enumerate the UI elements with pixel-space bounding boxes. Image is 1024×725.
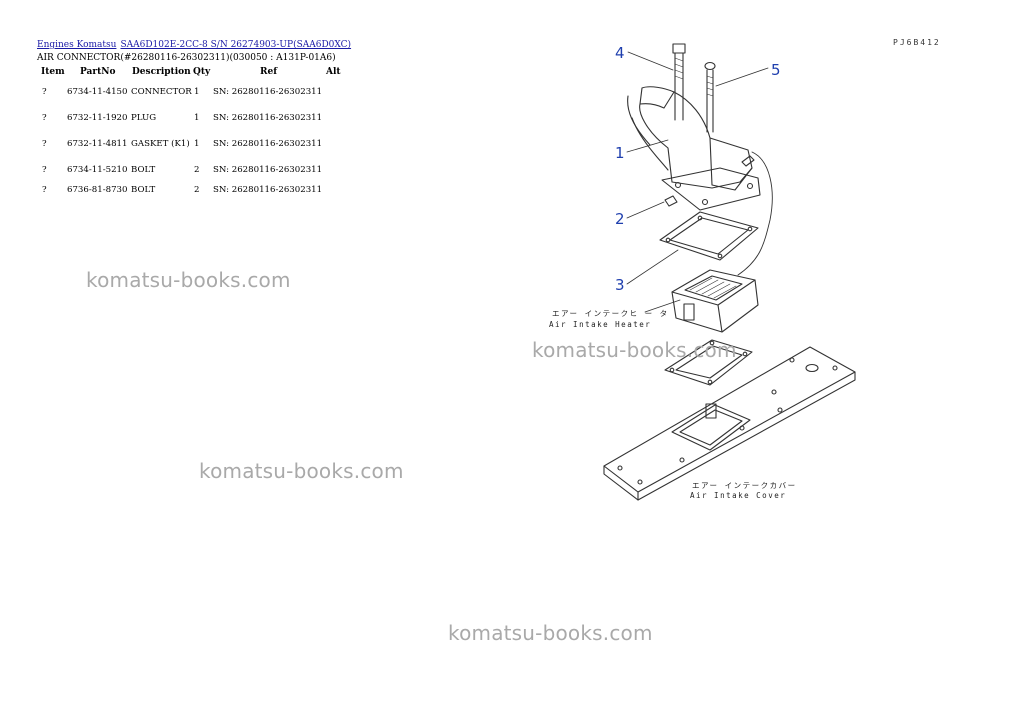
row-ref: SN: 26280116-26302311 <box>213 185 323 195</box>
callout-1: 1 <box>615 144 625 162</box>
callout-3: 3 <box>615 276 625 294</box>
cover-label-en: Air Intake Cover <box>690 491 786 500</box>
col-header-alt: Alt <box>326 67 341 77</box>
row-description: PLUG <box>131 113 157 123</box>
row-item: ? <box>42 185 47 195</box>
watermark: komatsu-books.com <box>448 621 653 645</box>
row-qty: 1 <box>194 87 200 97</box>
col-header-ref: Ref <box>260 67 278 77</box>
callout-5: 5 <box>771 61 781 79</box>
leader-lines <box>626 51 769 313</box>
row-qty: 1 <box>194 113 200 123</box>
heater-label-en: Air Intake Heater <box>549 320 651 329</box>
row-item: ? <box>42 113 47 123</box>
row-item: ? <box>42 87 47 97</box>
row-partno: 6734-11-4150 <box>67 87 128 97</box>
lower-gasket-drawing <box>664 339 753 386</box>
col-header-description: Description <box>132 67 191 77</box>
cover-drawing <box>603 346 856 501</box>
diagram-code: PJ6B412 <box>893 38 941 47</box>
row-description: BOLT <box>131 185 156 195</box>
bolt-4-drawing <box>672 43 686 121</box>
row-ref: SN: 26280116-26302311 <box>213 113 323 123</box>
row-qty: 2 <box>194 185 200 195</box>
col-header-item: Item <box>41 67 65 77</box>
breadcrumb-link-engines[interactable]: Engines Komatsu <box>37 40 117 50</box>
heater-wire-drawing <box>737 151 773 276</box>
row-ref: SN: 26280116-26302311 <box>213 139 323 149</box>
row-partno: 6736-81-8730 <box>67 185 128 195</box>
page-subtitle: AIR CONNECTOR(#26280116-26302311)(030050… <box>37 53 336 63</box>
breadcrumb-link-model[interactable]: SAA6D102E-2CC-8 S/N 26274903-UP(SAA6D0XC… <box>120 40 352 50</box>
watermark: komatsu-books.com <box>86 268 291 292</box>
row-ref: SN: 26280116-26302311 <box>213 87 323 97</box>
row-description: BOLT <box>131 165 156 175</box>
row-partno: 6734-11-5210 <box>67 165 128 175</box>
watermark: komatsu-books.com <box>199 459 404 483</box>
row-qty: 1 <box>194 139 200 149</box>
connector-drawing <box>627 86 761 211</box>
plug-drawing <box>664 195 678 207</box>
watermark: komatsu-books.com <box>532 338 737 362</box>
row-description: CONNECTOR <box>131 87 192 97</box>
cover-label-jp: エアー インテークカバー <box>692 481 797 490</box>
row-ref: SN: 26280116-26302311 <box>213 165 323 175</box>
row-item: ? <box>42 165 47 175</box>
col-header-qty: Qty <box>193 67 211 77</box>
callout-4: 4 <box>615 44 625 62</box>
row-partno: 6732-11-1920 <box>67 113 128 123</box>
row-partno: 6732-11-4811 <box>67 139 128 149</box>
gasket-drawing <box>659 211 759 261</box>
heater-label-jp: エアー インテークヒ ー タ <box>552 309 669 318</box>
bolt-5-drawing <box>704 61 716 133</box>
heater-drawing <box>671 269 759 333</box>
col-header-partno: PartNo <box>80 67 116 77</box>
row-description: GASKET (K1) <box>131 139 190 149</box>
row-item: ? <box>42 139 47 149</box>
callout-2: 2 <box>615 210 625 228</box>
row-qty: 2 <box>194 165 200 175</box>
